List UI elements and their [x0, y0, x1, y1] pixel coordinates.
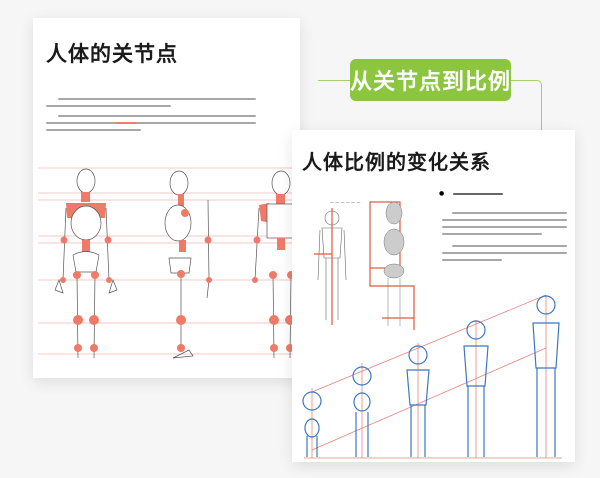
connector-right — [511, 80, 542, 131]
connector-left — [318, 80, 350, 81]
mannequin-figure — [383, 201, 405, 326]
front-skeleton — [54, 168, 118, 359]
left-page-title: 人体的关节点 — [46, 42, 178, 66]
right-page: 人体比例的变化关系 ● — — — — — — — [292, 130, 575, 462]
adult-figure-sketch: — — — — — — — [317, 200, 360, 320]
right-body-text — [442, 212, 567, 266]
left-page: 人体的关节点 — [33, 18, 300, 378]
side-skeleton — [164, 170, 212, 359]
skeleton-illustration — [38, 167, 300, 359]
growth-figures — [302, 295, 560, 457]
right-bullet-heading: ● — [439, 190, 503, 200]
left-body-text — [46, 98, 256, 136]
section-badge: 从关节点到比例 — [350, 59, 511, 101]
right-page-title: 人体比例的变化关系 — [302, 150, 491, 174]
svg-text:— — — — — —: — — — — — — — [330, 200, 360, 205]
proportion-illustration: — — — — — — — [302, 200, 562, 459]
